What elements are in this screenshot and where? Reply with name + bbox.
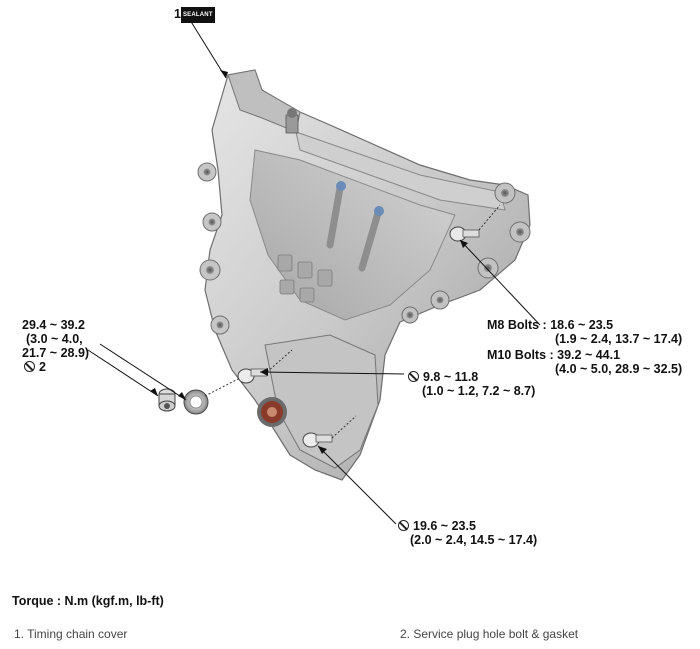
torque-unit-title: Torque : N.m (kgf.m, lb-ft) <box>12 594 164 608</box>
m8-bolt <box>449 204 501 242</box>
plug-torque-value: 29.4 ~ 39.2 <box>22 318 85 332</box>
lower-bolt-conversions: (2.0 ~ 2.4, 14.5 ~ 17.4) <box>410 533 538 547</box>
center-bolt-label: 9.8 ~ 11.8 (1.0 ~ 1.2, 7.2 ~ 8.7) <box>408 370 535 398</box>
center-bolt-conversions: (1.0 ~ 1.2, 7.2 ~ 8.7) <box>422 384 536 398</box>
plug-torque-lbft: 21.7 ~ 28.9) <box>22 346 90 360</box>
m10-bolts-value: M10 Bolts : 39.2 ~ 44.1 <box>487 348 621 362</box>
service-plug-bolt <box>158 377 241 412</box>
plug-part-number: 2 <box>39 360 46 374</box>
timing-chain-cover <box>197 69 531 481</box>
lower-bolt <box>302 415 357 448</box>
do-not-reuse-icon <box>408 371 419 382</box>
do-not-reuse-icon <box>398 520 409 531</box>
center-bolt <box>237 349 293 384</box>
lower-bolt-value: 19.6 ~ 23.5 <box>413 519 476 533</box>
lower-bolt-value-row: 19.6 ~ 23.5 <box>398 519 537 533</box>
leader-lines <box>87 19 541 525</box>
do-not-reuse-icon <box>24 361 35 372</box>
service-plug-gasket <box>183 389 209 415</box>
legend-item-2: 2. Service plug hole bolt & gasket <box>400 627 579 641</box>
center-bolt-value: 9.8 ~ 11.8 <box>423 370 479 384</box>
m8-bolts-value: M8 Bolts : 18.6 ~ 23.5 <box>487 318 614 332</box>
center-bolt-value-row: 9.8 ~ 11.8 <box>408 370 535 384</box>
legend-item-1: 1. Timing chain cover <box>14 627 128 641</box>
m10-bolts-conversions: (4.0 ~ 5.0, 28.9 ~ 32.5) <box>555 362 683 376</box>
m10-bolts-label: M10 Bolts : 39.2 ~ 44.1 (4.0 ~ 5.0, 28.9… <box>487 348 682 376</box>
sealant-tag: SEALANT <box>180 7 215 23</box>
part-1-number: 1 <box>174 7 181 21</box>
m8-bolts-label: M8 Bolts : 18.6 ~ 23.5 (1.9 ~ 2.4, 13.7 … <box>487 318 682 346</box>
plug-torque-label: 29.4 ~ 39.2 (3.0 ~ 4.0, 21.7 ~ 28.9) 2 <box>22 318 89 374</box>
timing-chain-cover-diagram <box>87 19 541 525</box>
plug-torque-kgf: (3.0 ~ 4.0, <box>26 332 83 346</box>
lower-bolt-label: 19.6 ~ 23.5 (2.0 ~ 2.4, 14.5 ~ 17.4) <box>398 519 537 547</box>
m8-bolts-conversions: (1.9 ~ 2.4, 13.7 ~ 17.4) <box>555 332 683 346</box>
plug-reuse-ref: 2 <box>22 360 89 374</box>
